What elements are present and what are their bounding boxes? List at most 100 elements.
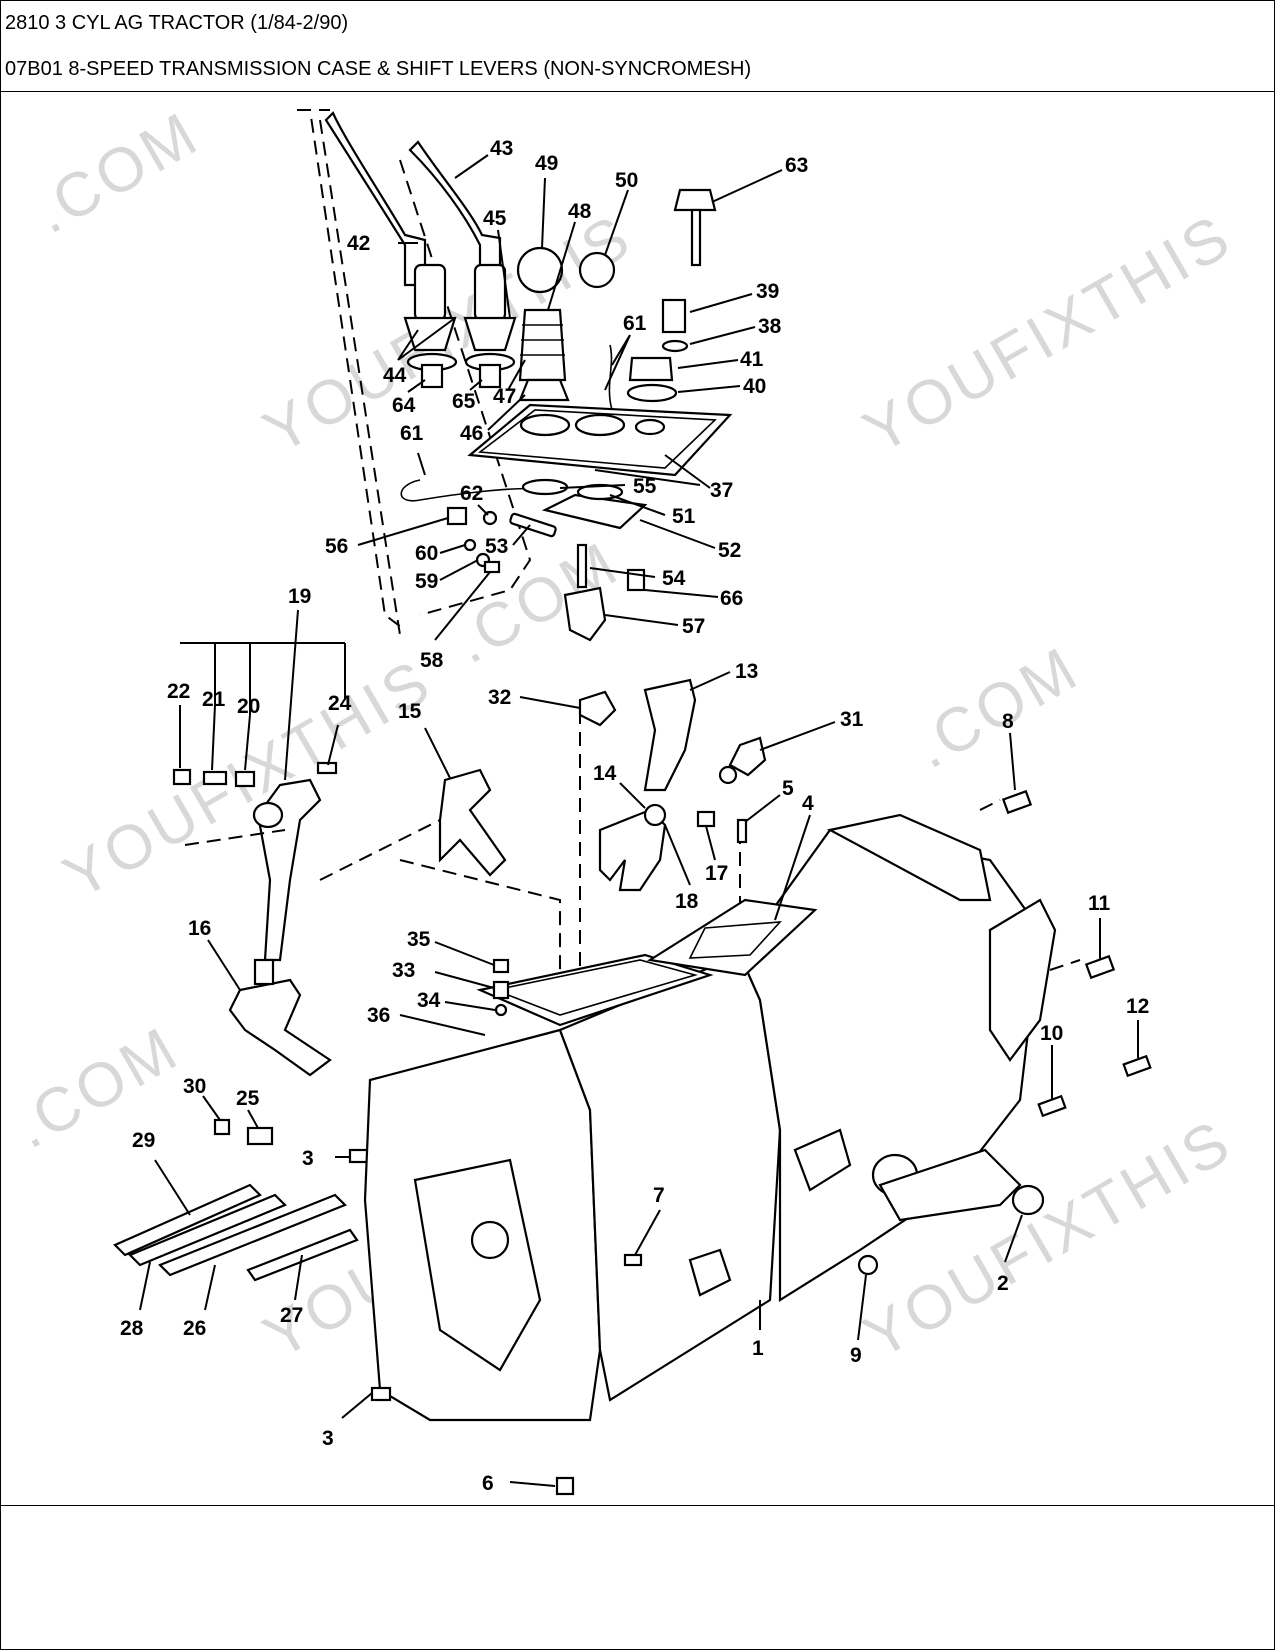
bolt-12 <box>1122 1054 1152 1078</box>
knob-49 <box>516 246 564 294</box>
leader-lines <box>139 154 1139 1487</box>
leader-63 <box>711 169 783 203</box>
callout-52: 52 <box>718 539 741 562</box>
shift-rail-26 <box>158 1193 347 1277</box>
dowel-3 <box>348 1148 370 1164</box>
shift-fork-13 <box>643 678 697 792</box>
watermark-brand: YOUFIXTHIS <box>853 201 1244 467</box>
fork-16-pin <box>253 958 275 986</box>
leader-56 <box>357 517 449 546</box>
callout-32: 32 <box>488 686 511 709</box>
ball-34 <box>494 1003 508 1017</box>
leader-54 <box>589 567 656 578</box>
leader-8 <box>1009 732 1016 791</box>
rubber-boot-47 <box>518 308 567 382</box>
bolt-8 <box>1001 789 1033 815</box>
leader-16 <box>207 939 241 991</box>
callout-24: 24 <box>328 692 352 715</box>
shift-fork-16 <box>228 978 332 1077</box>
callout-33: 33 <box>392 959 415 982</box>
leader-34 <box>444 1001 496 1011</box>
ball-60 <box>463 538 477 552</box>
callout-2: 2 <box>997 1272 1009 1295</box>
leader-47 <box>507 359 526 391</box>
callout-12: 12 <box>1126 995 1149 1018</box>
section-title: 07B01 8-SPEED TRANSMISSION CASE & SHIFT … <box>0 46 1275 92</box>
leader-59 <box>439 559 479 581</box>
callout-13: 13 <box>735 660 758 683</box>
callout-40: 40 <box>743 375 766 398</box>
callout-58: 58 <box>420 649 444 672</box>
callout-37: 37 <box>710 479 733 502</box>
callout-48: 48 <box>568 200 592 223</box>
leader-57 <box>604 614 679 626</box>
pin-5 <box>736 818 748 844</box>
callout-57: 57 <box>682 615 705 638</box>
callout-20: 20 <box>237 695 260 718</box>
callout-18: 18 <box>675 890 699 913</box>
callout-17: 17 <box>705 862 728 885</box>
leader-13 <box>689 671 731 691</box>
leader-26 <box>204 1264 216 1311</box>
leader-19 <box>284 609 299 781</box>
gasket-inner-36 <box>492 959 698 1016</box>
front-bore <box>413 1158 542 1372</box>
callout-61: 61 <box>623 312 647 335</box>
leader-17 <box>705 825 716 861</box>
callout-15: 15 <box>398 700 422 723</box>
breather-cap-63 <box>673 188 717 212</box>
callout-1: 1 <box>752 1337 764 1360</box>
leader-7 <box>634 1209 661 1256</box>
model-title: 2810 3 CYL AG TRACTOR (1/84-2/90) <box>5 12 349 34</box>
spring-33 <box>492 980 510 1000</box>
leader-49 <box>541 177 546 249</box>
leader-65 <box>469 379 483 391</box>
leader-24 <box>327 724 339 766</box>
leader-39 <box>689 293 753 313</box>
setscrew-18 <box>643 803 667 827</box>
callout-55: 55 <box>633 475 657 498</box>
lever-57 <box>563 586 607 642</box>
plug-7 <box>623 1253 643 1267</box>
callout-54: 54 <box>662 567 686 590</box>
cross-shaft-2 <box>878 1148 1022 1222</box>
plug-20 <box>234 770 256 788</box>
top-cover-gasket-36 <box>476 953 714 1027</box>
leader-14 <box>619 782 646 809</box>
pin-65 <box>478 363 502 389</box>
leader-37 <box>594 454 711 489</box>
shift-fork-group <box>113 678 1081 1371</box>
screw-17 <box>696 810 716 828</box>
callout-51: 51 <box>672 505 696 528</box>
leader-35 <box>434 941 495 966</box>
callout-19: 19 <box>288 585 311 608</box>
washer-38 <box>661 339 689 353</box>
callout-60: 60 <box>415 542 438 565</box>
cover-boss <box>574 413 626 437</box>
spring-61 <box>400 479 546 502</box>
bolt-11 <box>1084 954 1116 980</box>
shift-lever-assembly <box>297 109 733 642</box>
leader-48 <box>547 221 576 311</box>
case-top-boss <box>826 813 992 902</box>
leader-33 <box>434 971 495 989</box>
callout-46: 46 <box>460 422 483 445</box>
callout-39: 39 <box>756 280 779 303</box>
leader-4 <box>774 814 811 921</box>
opening-edge <box>688 921 782 959</box>
leader-20 <box>244 714 251 771</box>
callout-38: 38 <box>758 315 782 338</box>
lever-boot-43 <box>463 316 517 352</box>
phantom-line <box>979 799 1081 971</box>
callout-42: 42 <box>347 232 370 255</box>
plunger-58 <box>483 560 501 574</box>
watermark-domain: .COM <box>3 1013 192 1162</box>
detent-56 <box>446 506 468 526</box>
callout-36: 36 <box>367 1004 390 1027</box>
ring-31 <box>718 765 738 785</box>
callout-25: 25 <box>236 1087 260 1110</box>
shift-rail-29 <box>113 1183 262 1257</box>
leader-60 <box>439 544 466 554</box>
callout-16: 16 <box>188 917 211 940</box>
drain-boss <box>688 1248 732 1297</box>
